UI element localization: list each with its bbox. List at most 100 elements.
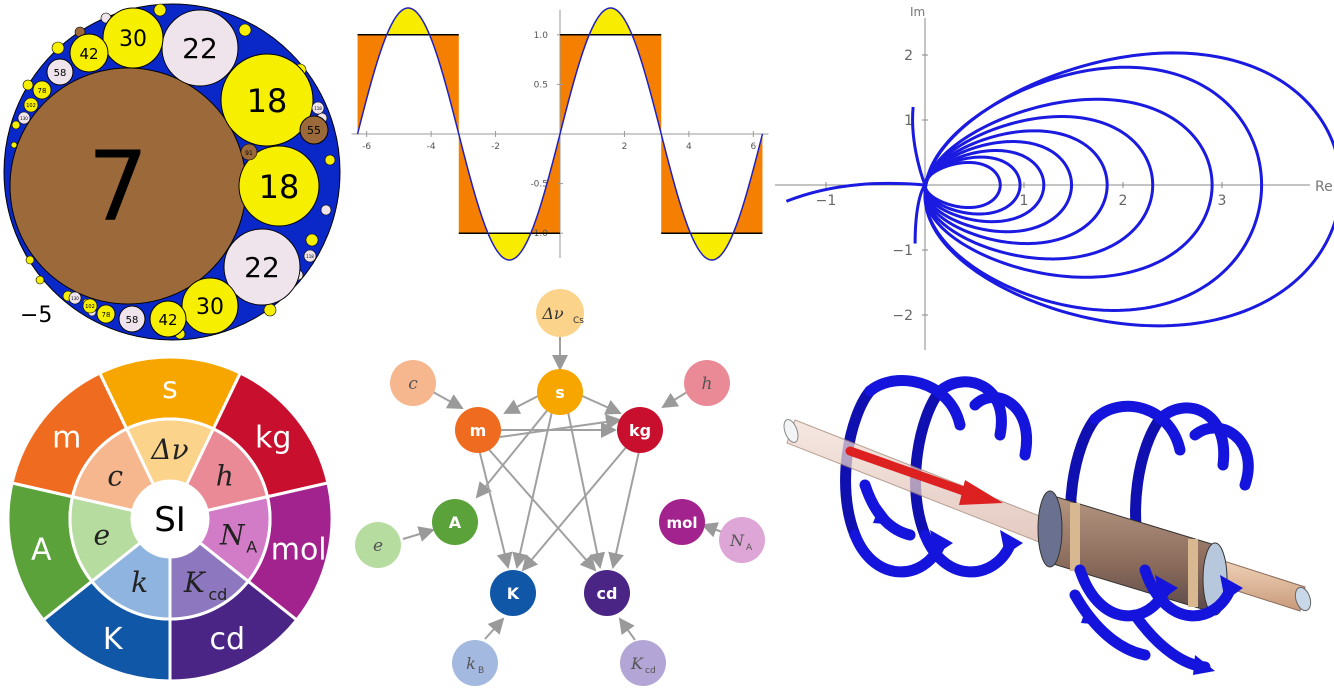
wheel-unit-label: A: [31, 532, 52, 567]
fill-sine-above-square: [661, 233, 763, 260]
si-graph: Δν Cs s c h m kg A e mol N A K cd k B K …: [355, 289, 765, 686]
fill-square-above-sine: [458, 134, 560, 260]
wheel-constant-label: c: [107, 459, 123, 492]
label-30-a: 30: [119, 27, 147, 52]
fill-square-above-sine: [357, 8, 459, 135]
label-22-b: 22: [244, 251, 280, 284]
node-e-label: e: [373, 536, 383, 556]
x-tick-label: 4: [686, 142, 692, 152]
wheel-constant-label: e: [93, 519, 110, 552]
node-A-label: A: [449, 513, 462, 532]
loop-curve: [923, 51, 1334, 328]
wheel-center: [132, 481, 208, 557]
wheel-inner-ring: [68, 417, 272, 621]
label-130-b: 130: [71, 296, 79, 301]
node-mol: [659, 499, 705, 545]
label-78-a: 78: [38, 87, 47, 95]
label-30-b: 30: [196, 295, 224, 320]
tail-curve: [911, 106, 927, 186]
node-h-label: h: [702, 374, 713, 394]
x-tick-label: 2: [622, 142, 628, 152]
circle-78-a: [32, 80, 52, 100]
si-graph-panel: Δν Cs s c h m kg A e mol N A K cd k B K …: [345, 285, 775, 692]
sine-fills: [357, 8, 763, 260]
x-tick-label: 6: [750, 142, 756, 152]
loop-curve: [923, 140, 1074, 234]
node-NA: [719, 517, 765, 563]
node-NA-sub: A: [746, 543, 753, 553]
node-m-label: m: [470, 421, 487, 440]
center-label: 7: [87, 131, 148, 243]
label-42-a: 42: [79, 45, 98, 63]
x-tick-label: -6: [362, 142, 371, 152]
circle-58-b: [118, 305, 146, 333]
circle-30-b: [181, 277, 239, 335]
im-tick-label: −2: [892, 308, 913, 324]
y-tick-label: 0.5: [534, 80, 548, 90]
im-tick-label: 1: [904, 113, 913, 129]
label-18-a: 18: [247, 82, 288, 120]
label-18-b: 18: [259, 168, 300, 206]
wheel-unit-label: m: [52, 421, 81, 456]
node-dnu-label: Δν: [541, 304, 564, 323]
label-102-a: 102: [26, 103, 36, 109]
node-cd-label: cd: [597, 584, 618, 603]
label-55: 55: [307, 124, 321, 137]
circle-42-b: [149, 300, 187, 338]
circle-18-a: [220, 53, 314, 147]
circle-118-b: [303, 249, 317, 263]
label-91: 91: [245, 150, 253, 157]
fill-square-above-sine: [661, 134, 763, 260]
label-130-a: 130: [20, 116, 28, 121]
node-Kcd-label: K: [630, 654, 644, 673]
circle-55: [299, 115, 329, 145]
wheel-unit-label: s: [162, 371, 178, 406]
wheel-constant-label: N: [219, 519, 246, 552]
sine-lines: [356, 7, 764, 261]
wheel-unit-label: kg: [255, 421, 291, 456]
node-e: [355, 522, 401, 568]
node-s: [537, 369, 583, 415]
label-118-b: 118: [306, 254, 314, 259]
wheel-unit-label: mol: [271, 532, 327, 567]
loop-curve: [923, 155, 1022, 216]
node-c: [390, 360, 436, 406]
circle-102-a: [23, 97, 39, 113]
re-tick-label: 2: [1119, 193, 1128, 209]
solenoid-panel: [775, 355, 1334, 692]
wheel-outer-ring: [6, 355, 334, 683]
x-tick-label: -4: [427, 142, 436, 152]
circle-22-b: [223, 228, 301, 306]
fill-sine-above-square: [357, 8, 459, 35]
node-K-label: K: [507, 584, 520, 603]
coil-arrowheads: [873, 505, 1243, 675]
fill-sine-above-square: [458, 233, 560, 260]
graph-edges: [402, 337, 726, 641]
label-78-b: 78: [102, 311, 111, 319]
solenoid-figure: [783, 374, 1312, 675]
circle-packing-figure: 7 18 18 22 22 30 30 42 42 58 58 55 78 78…: [3, 3, 341, 341]
x-tick-label: -2: [491, 142, 500, 152]
label-118-a: 118: [314, 106, 322, 111]
tail-curve: [785, 181, 926, 203]
node-A: [432, 499, 478, 545]
circle-18-b: [238, 145, 320, 227]
wheel-unit-label: K: [103, 622, 124, 657]
node-K: [490, 570, 536, 616]
re-tick-label: 1: [1020, 193, 1029, 209]
complex-curves: [785, 51, 1334, 328]
im-tick-label: 2: [904, 48, 913, 64]
node-kB-label: k: [466, 654, 476, 673]
label-58-b: 58: [126, 315, 139, 326]
label-102-b: 102: [85, 304, 95, 310]
sine-line: [356, 7, 764, 261]
circle-118-a: [311, 101, 325, 115]
circle-packing-panel: 7 18 18 22 22 30 30 42 42 58 58 55 78 78…: [0, 0, 345, 345]
circle-58-a: [46, 58, 74, 86]
y-tick-label: -1.0: [530, 229, 548, 239]
